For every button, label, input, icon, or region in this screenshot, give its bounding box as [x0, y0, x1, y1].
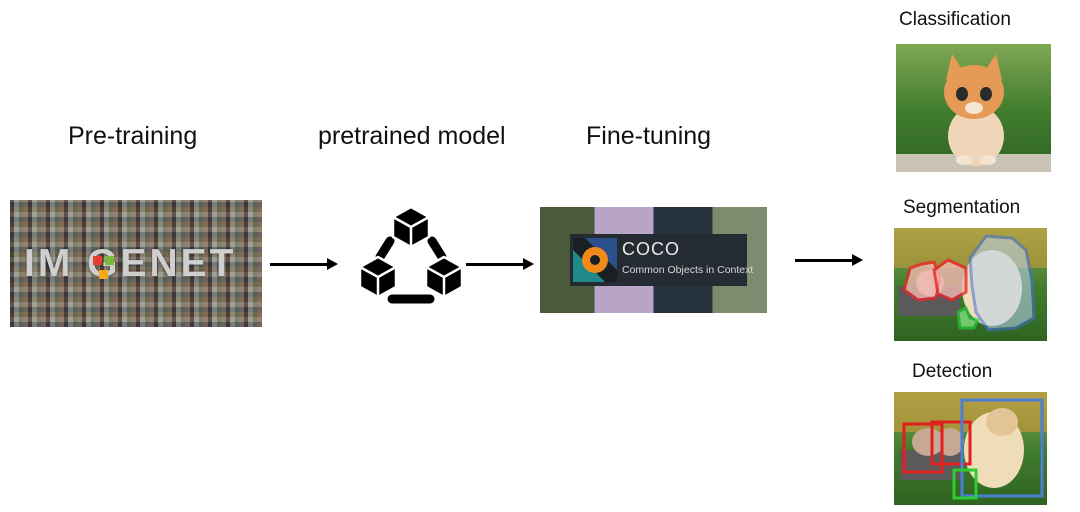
imagenet-wordmark: IM GENET: [24, 242, 237, 285]
imagenet-image: IM GENET: [10, 200, 262, 327]
segmentation-label: Segmentation: [903, 197, 1021, 218]
segmentation-image: [894, 228, 1047, 341]
arrow-to-tasks: [795, 254, 863, 266]
coco-subtitle: Common Objects in Context: [622, 264, 754, 276]
segmentation-illustration: [894, 228, 1047, 332]
coco-logo-icon: [573, 238, 617, 282]
classification-label: Classification: [899, 9, 1011, 30]
pretraining-label: Pre-training: [68, 122, 198, 150]
finetuning-label: Fine-tuning: [586, 122, 712, 150]
cubes-cycle-icon: [358, 205, 464, 304]
arrow-model-to-finetune: [466, 258, 534, 270]
coco-banner: COCO Common Objects in Context: [570, 234, 753, 286]
pretrained-model-label: pretrained model: [318, 122, 506, 150]
detection-illustration: [894, 392, 1047, 500]
kitten-illustration: [896, 54, 1051, 172]
detection-image: [894, 392, 1047, 505]
arrow-pretrain-to-model: [270, 258, 338, 270]
coco-image: COCO Common Objects in Context: [540, 207, 767, 313]
coco-title: COCO: [622, 239, 680, 259]
detection-label: Detection: [912, 361, 993, 382]
classification-image: [896, 44, 1051, 172]
